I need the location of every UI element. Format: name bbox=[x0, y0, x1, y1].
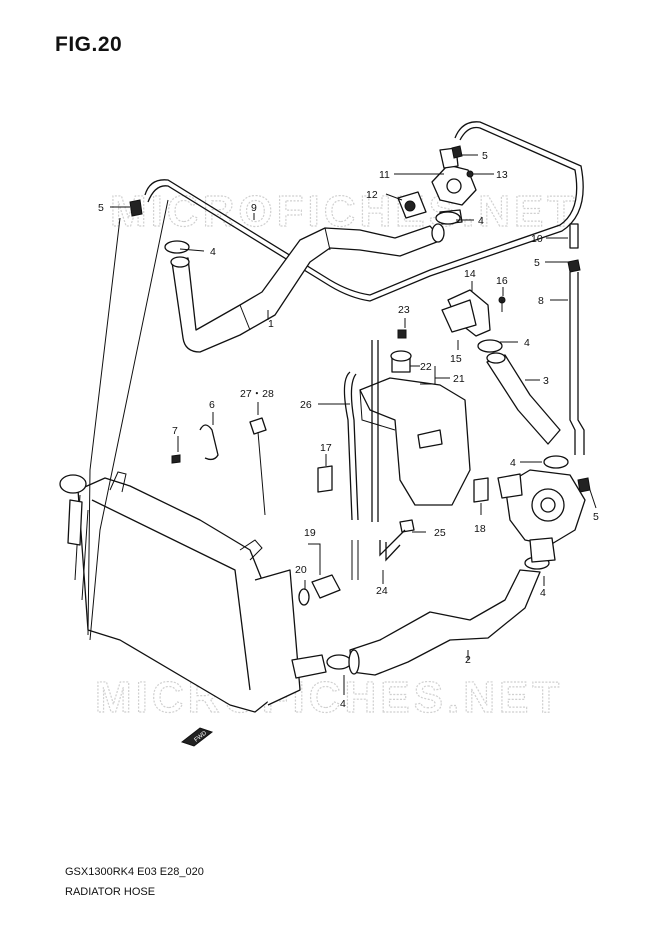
callout-7: 7 bbox=[172, 425, 178, 437]
hose-2 bbox=[348, 569, 541, 676]
callout-9: 9 bbox=[251, 202, 257, 214]
small-parts bbox=[171, 329, 489, 606]
hose-3 bbox=[486, 352, 561, 445]
callout-22: 22 bbox=[420, 361, 432, 373]
callout-19: 19 bbox=[304, 527, 316, 539]
callout-8: 8 bbox=[538, 295, 544, 307]
reference-line-left-b bbox=[89, 199, 169, 641]
reservoir-tank bbox=[343, 340, 471, 580]
callout-17: 17 bbox=[320, 442, 332, 454]
radiator-cap bbox=[59, 474, 87, 546]
outlet-fitting bbox=[441, 289, 506, 337]
watermark-bottom: MICROFICHES.NET bbox=[95, 673, 563, 722]
callout-4-e: 4 bbox=[540, 587, 546, 599]
callout-10: 10 bbox=[531, 233, 543, 245]
callout-1: 1 bbox=[268, 318, 274, 330]
section-name: RADIATOR HOSE bbox=[65, 886, 156, 898]
callout-2: 2 bbox=[465, 654, 471, 666]
callout-3: 3 bbox=[543, 375, 549, 387]
clamps bbox=[129, 145, 591, 670]
water-pump bbox=[497, 469, 586, 563]
callout-26: 26 bbox=[300, 399, 312, 411]
reference-line-left bbox=[87, 217, 121, 636]
callout-13: 13 bbox=[496, 169, 508, 181]
model-code: GSX1300RK4 E03 E28_020 bbox=[65, 866, 204, 878]
leader-lines bbox=[110, 154, 597, 695]
callout-6: 6 bbox=[209, 399, 215, 411]
callout-4-b: 4 bbox=[478, 215, 484, 227]
hose-9 bbox=[144, 121, 584, 302]
forward-arrow: FWD bbox=[180, 727, 214, 747]
callout-4-d: 4 bbox=[510, 457, 516, 469]
figure-title: FIG.20 bbox=[55, 33, 123, 56]
callout-4-f: 4 bbox=[340, 698, 346, 710]
hose-1 bbox=[170, 223, 445, 353]
callout-11: 11 bbox=[379, 169, 390, 181]
callout-25: 25 bbox=[434, 527, 446, 539]
callout-14: 14 bbox=[464, 268, 476, 280]
callout-20: 20 bbox=[295, 564, 307, 576]
callout-16: 16 bbox=[496, 275, 508, 287]
callout-18: 18 bbox=[474, 523, 486, 535]
callout-5-b: 5 bbox=[482, 150, 488, 162]
callout-5-c: 5 bbox=[534, 257, 540, 269]
callout-21: 21 bbox=[453, 373, 465, 385]
callout-15: 15 bbox=[450, 353, 462, 365]
callout-5-a: 5 bbox=[98, 202, 104, 214]
radiator bbox=[74, 471, 327, 713]
watermark-top: MICROFICHES.NET bbox=[110, 187, 578, 236]
callout-27-28: 27・28 bbox=[240, 388, 274, 400]
callout-12: 12 bbox=[366, 189, 378, 201]
callout-numbers: 1 2 3 4 4 4 4 4 4 5 5 5 5 6 7 8 9 10 11 … bbox=[98, 150, 599, 710]
callout-24: 24 bbox=[376, 585, 388, 597]
callout-4-a: 4 bbox=[210, 246, 216, 258]
callout-23: 23 bbox=[398, 304, 410, 316]
callout-4-c: 4 bbox=[524, 337, 530, 349]
hose-8 bbox=[569, 223, 585, 455]
callout-5-d: 5 bbox=[593, 511, 599, 523]
